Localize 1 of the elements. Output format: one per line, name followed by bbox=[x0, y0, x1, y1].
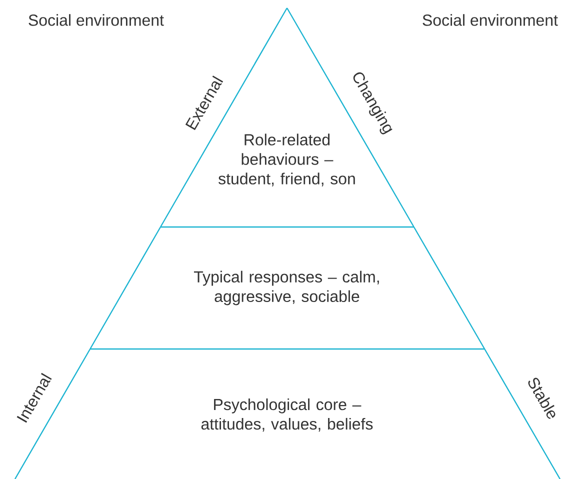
pyramid-level: Typical responses – calm, aggressive, sociable bbox=[90, 226, 486, 350]
